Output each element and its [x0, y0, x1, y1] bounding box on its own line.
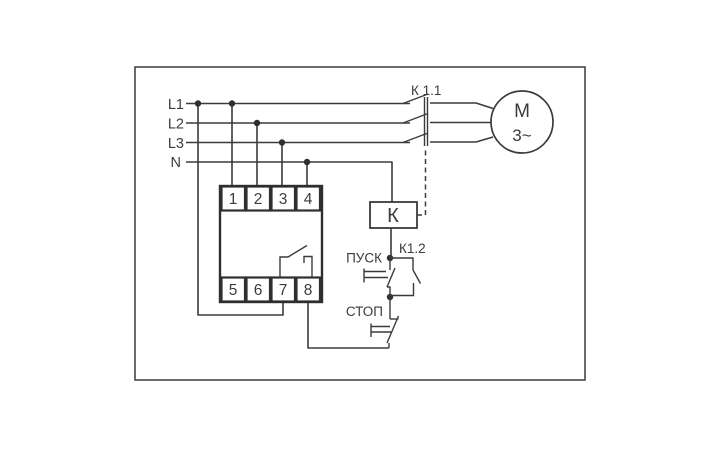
- diagram-border: [134, 66, 586, 381]
- contactor-main-contacts-k11: [402, 93, 429, 216]
- motor-feed-l3: [430, 136, 494, 143]
- junction-dot: [253, 119, 261, 127]
- terminal-6-label: 6: [254, 282, 263, 299]
- start-bottom-stub: [387, 286, 391, 297]
- phase-label-l3: L3: [168, 136, 184, 152]
- k12-blade: [412, 269, 422, 284]
- terminal-feed-wires: [231, 103, 308, 186]
- motor-feed-lines: [430, 102, 494, 143]
- start-blade: [386, 267, 396, 288]
- phase-label-l1: L1: [168, 97, 184, 113]
- junction-dot: [278, 139, 286, 146]
- motor-letter: M: [514, 101, 530, 122]
- motor-feed-l1: [430, 102, 494, 110]
- terminal-5-label: 5: [229, 282, 238, 299]
- junction-dot: [303, 158, 311, 166]
- motor-circle: [490, 90, 554, 154]
- junction-dot: [194, 100, 202, 107]
- terminal-box-1: [220, 185, 247, 212]
- stop-actuator: [370, 323, 392, 337]
- contactor-coil-k: К: [369, 201, 418, 258]
- coil-box: [369, 201, 418, 229]
- terminal-box-6: [245, 276, 272, 303]
- terminal8-to-stop-wire: [307, 302, 389, 349]
- k11-blade-l1: [402, 93, 429, 105]
- terminal-box-5: [220, 276, 247, 303]
- terminal-8-label: 8: [304, 282, 313, 299]
- terminal-1-label: 1: [229, 191, 238, 208]
- coil-letter: К: [387, 205, 399, 227]
- diagram-labels: L1 L2 L3 N К 1.1 К1.2 ПУСК СТОП: [168, 83, 442, 319]
- motor-phase-type: 3~: [512, 126, 531, 145]
- start-actuator: [363, 268, 388, 283]
- terminal-box-7: [270, 276, 297, 303]
- start-button-label: ПУСК: [346, 251, 382, 266]
- aux-contact-k12-label: К1.2: [399, 241, 426, 256]
- k11-link-bar: [423, 97, 429, 146]
- k11-coil-link-dashed: [417, 148, 427, 216]
- bus-line-n-to-coil: [186, 161, 393, 202]
- start-button-symbol: [363, 258, 396, 297]
- terminal-4-label: 4: [304, 191, 313, 208]
- phase-label-l2: L2: [168, 117, 184, 133]
- stop-blade: [386, 315, 400, 344]
- relay-device: 1 2 3 4 5 6 7 8: [218, 184, 324, 304]
- junction-dots: [194, 100, 394, 301]
- motor-symbol: M 3~: [490, 90, 554, 154]
- aux-contact-k12-symbol: [390, 257, 422, 297]
- phase-label-n: N: [171, 155, 181, 171]
- stop-button-symbol: [370, 297, 400, 348]
- terminal-box-4: [295, 185, 322, 212]
- internal-relay-contact-symbol: [279, 244, 313, 277]
- k12-bottom-branch: [390, 283, 415, 297]
- terminal-box-2: [245, 185, 272, 212]
- terminal-box-3: [270, 185, 297, 212]
- junction-dot: [228, 100, 236, 107]
- contactor-k11-label: К 1.1: [411, 83, 441, 98]
- terminal-7-label: 7: [279, 282, 288, 299]
- stop-button-label: СТОП: [346, 304, 383, 319]
- terminal-2-label: 2: [254, 191, 263, 208]
- terminal-box-8: [295, 276, 322, 303]
- l1-bypass-to-terminal7-wire: [197, 103, 284, 316]
- k12-top-branch: [390, 257, 414, 270]
- phase-bus-lines: [186, 102, 410, 202]
- terminal-3-label: 3: [279, 191, 288, 208]
